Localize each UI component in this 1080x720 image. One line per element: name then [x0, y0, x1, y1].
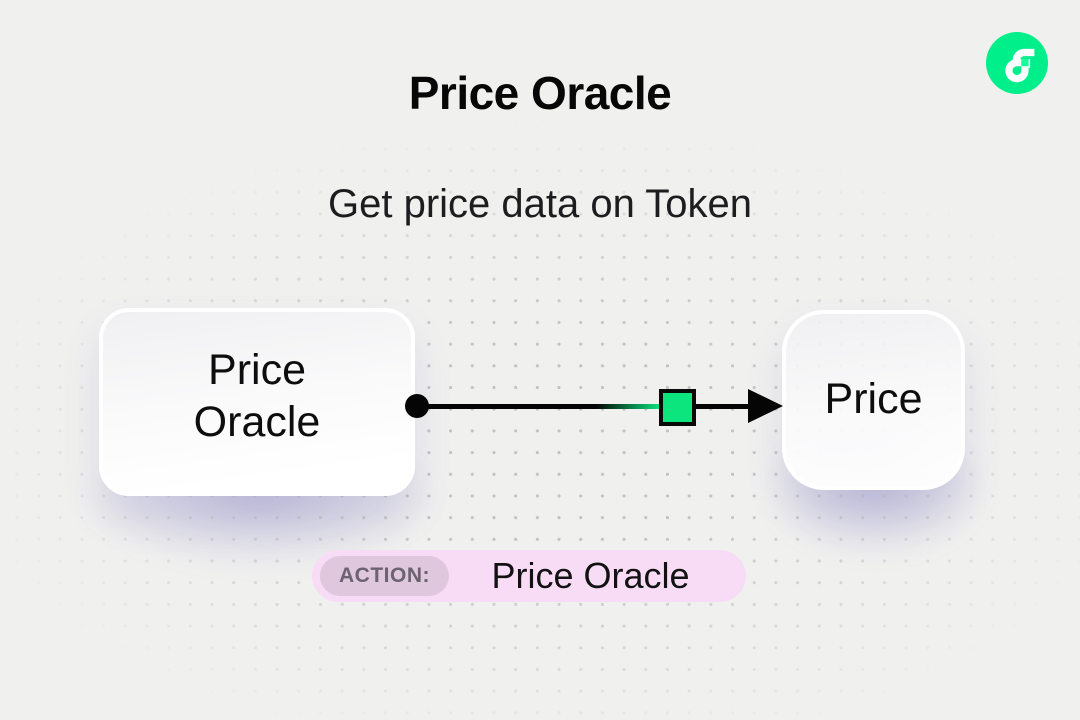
connector-marker[interactable]: [659, 389, 696, 426]
node-price-oracle-label: Price Oracle: [193, 345, 321, 446]
connector-line-gradient: [596, 404, 659, 409]
action-value: Price Oracle: [491, 555, 690, 596]
page-title: Price Oracle: [408, 67, 672, 119]
action-badge: ACTION: Price Oracle: [312, 550, 746, 602]
action-tag: ACTION:: [320, 556, 449, 596]
node-price-oracle[interactable]: Price Oracle: [99, 308, 415, 496]
node-price[interactable]: Price: [782, 310, 965, 490]
arrowhead-icon: [748, 389, 783, 423]
connector-line: [696, 404, 752, 409]
page-subtitle: Get price data on Token: [328, 182, 752, 226]
node-price-label: Price: [824, 375, 923, 424]
